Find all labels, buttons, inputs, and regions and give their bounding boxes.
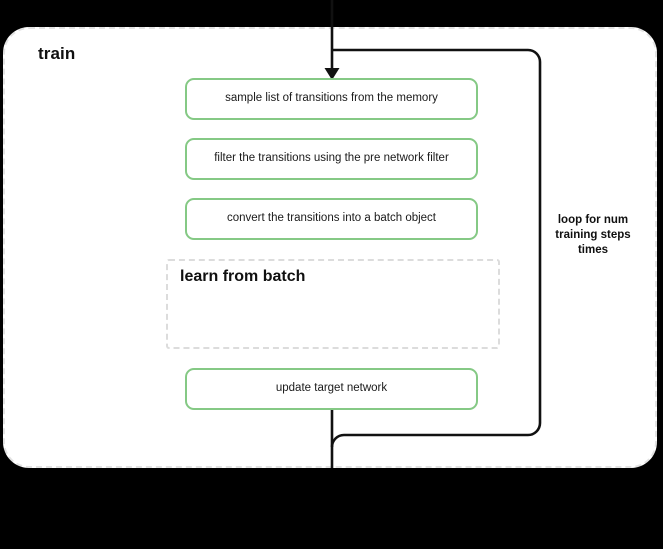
step-label: update target network <box>275 382 388 395</box>
step-convert-to-batch-object[interactable]: convert the transitions into a batch obj… <box>185 198 478 240</box>
scope-title: train <box>38 44 76 63</box>
learn-from-batch-subscope[interactable] <box>166 259 500 349</box>
step-label: convert the transitions into a batch obj… <box>226 212 437 225</box>
step-sample-list-of-transitions[interactable]: sample list of transitions from the memo… <box>185 78 478 120</box>
step-label: sample list of transitions from the memo… <box>225 92 438 105</box>
step-label: filter the transitions using the pre net… <box>214 152 449 165</box>
step-filter-transitions[interactable]: filter the transitions using the pre net… <box>185 138 478 180</box>
loop-annotation-label: loop for num training steps times <box>555 214 631 257</box>
subscope-title: learn from batch <box>180 268 306 285</box>
step-update-target-network[interactable]: update target network <box>185 368 478 410</box>
